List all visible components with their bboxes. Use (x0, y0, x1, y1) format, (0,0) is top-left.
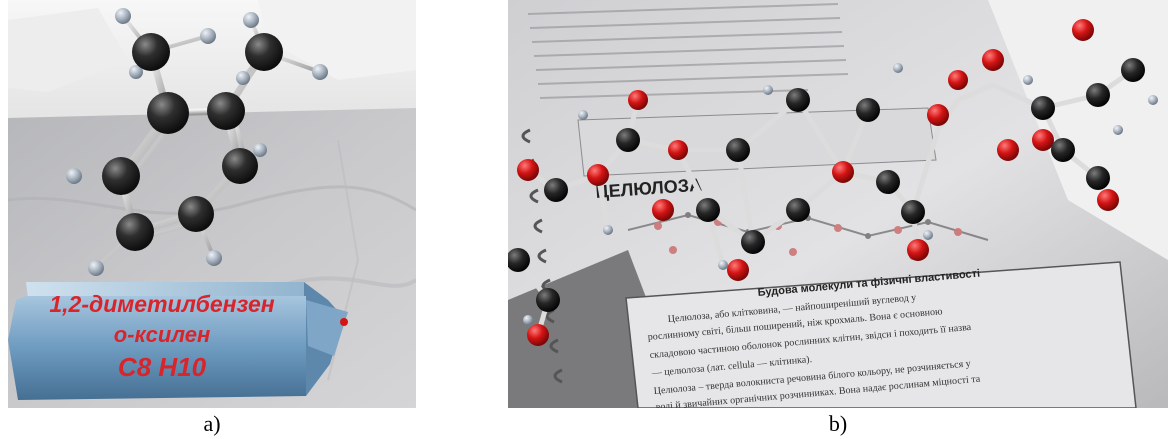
carbon-atom (696, 198, 720, 222)
page-text-box: Будова молекули та фізичні властивості Ц… (625, 261, 1137, 408)
oxygen-atom (1072, 19, 1094, 41)
box-shape (8, 8, 128, 92)
oxygen-atom (832, 161, 854, 183)
oxygen-atom (727, 259, 749, 281)
carbon-atom (178, 196, 214, 232)
carbon-atom (856, 98, 880, 122)
oxygen-atom (628, 90, 648, 110)
oxygen-atom (1097, 189, 1119, 211)
hydrogen-atom (923, 230, 933, 240)
carbon-atom (901, 200, 925, 224)
carbon-atom (245, 33, 283, 71)
carbon-atom (1086, 83, 1110, 107)
carbon-atom (616, 128, 640, 152)
carbon-atom (786, 88, 810, 112)
box-shape (258, 0, 416, 80)
carbon-atom (102, 157, 140, 195)
hydrogen-atom (253, 143, 267, 157)
carbon-atom (116, 213, 154, 251)
hydrogen-atom (578, 110, 588, 120)
panel-a-ar-photo: 1,2-диметилбензен о-ксилен C8 H10 (8, 0, 416, 408)
carbon-atom (222, 148, 258, 184)
carbon-atom (207, 92, 245, 130)
carbon-atom (544, 178, 568, 202)
caption-a: a) (203, 411, 221, 436)
hydrogen-atom (763, 85, 773, 95)
carbon-atom (132, 33, 170, 71)
hydrogen-atom (88, 260, 104, 276)
oxygen-atom (927, 104, 949, 126)
hydrogen-atom (1113, 125, 1123, 135)
label-line-iupac: 1,2-диметилбензен (49, 291, 274, 317)
hydrogen-atom (236, 71, 250, 85)
carbon-atom (786, 198, 810, 222)
carbon-atom (876, 170, 900, 194)
atoms (66, 8, 328, 276)
oxygen-atom (907, 239, 929, 261)
panel-b-ar-photo: ЦЕЛЮЛОЗА Будова молекули та фізичні влас… (508, 0, 1168, 408)
hydrogen-atom (206, 250, 222, 266)
hydrogen-atom (603, 225, 613, 235)
label-line-formula: C8 H10 (118, 352, 207, 382)
hydrogen-atom (1148, 95, 1158, 105)
caption-b: b) (828, 411, 848, 436)
hydrogen-atom (115, 8, 131, 24)
carbon-atom (1051, 138, 1075, 162)
hydrogen-atom (129, 65, 143, 79)
carbon-atom (726, 138, 750, 162)
cellulose-scene: ЦЕЛЮЛОЗА Будова молекули та фізичні влас… (508, 0, 1168, 408)
carbon-atom (1121, 58, 1145, 82)
oxygen-atom (527, 324, 549, 346)
carbon-atom (1086, 166, 1110, 190)
hydrogen-atom (200, 28, 216, 44)
carbon-atom (536, 288, 560, 312)
hydrogen-atom (243, 12, 259, 28)
carbon-atom (1031, 96, 1055, 120)
carbon-atom (741, 230, 765, 254)
oxygen-atom (652, 199, 674, 221)
oxygen-atom (997, 139, 1019, 161)
hydrogen-atom (523, 315, 533, 325)
xylene-scene: 1,2-диметилбензен о-ксилен C8 H10 (8, 0, 416, 408)
cellulose-atoms (508, 19, 1158, 346)
hydrogen-atom (893, 63, 903, 73)
hydrogen-atom (312, 64, 328, 80)
carbon-atom (508, 248, 530, 272)
label-line-common: о-ксилен (114, 322, 211, 347)
oxygen-atom (982, 49, 1004, 71)
oxygen-atom (1032, 129, 1054, 151)
name-label-block: 1,2-диметилбензен о-ксилен C8 H10 (8, 282, 348, 400)
carbon-atom (147, 92, 189, 134)
oxygen-atom (587, 164, 609, 186)
oxygen-atom (668, 140, 688, 160)
hydrogen-atom (718, 260, 728, 270)
oxygen-atom (517, 159, 539, 181)
oxygen-atom (948, 70, 968, 90)
hydrogen-atom (1023, 75, 1033, 85)
hydrogen-atom (66, 168, 82, 184)
